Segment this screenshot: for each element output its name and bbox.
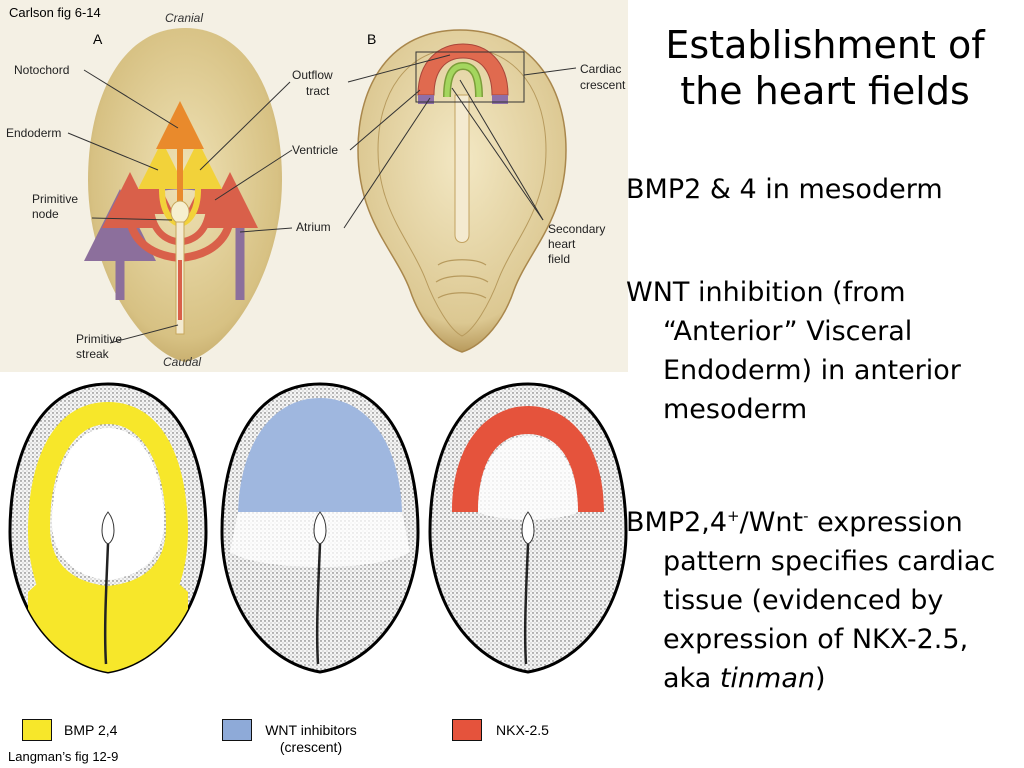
atrium-label: Atrium [296, 220, 331, 234]
bullet-bmp: BMP2 & 4 in mesoderm [626, 170, 1018, 209]
panel-b-embryo [357, 29, 567, 353]
legend-label-wnt: WNT inhibitors (crescent) [252, 722, 370, 756]
panel-a-leaders [67, 54, 577, 344]
panel-a-embryo [83, 28, 282, 362]
panel-a-letter: A [93, 31, 103, 47]
bullet-wnt-text: WNT inhibition (from “Anterior” Visceral… [626, 277, 961, 425]
carlson-figure: Cranial Caudal A B Notochord Endoderm Pr… [6, 11, 626, 369]
bullet-expression-mid: /Wnt [739, 507, 804, 538]
secondary-heart-field-label-2: heart [548, 237, 576, 251]
caudal-label: Caudal [163, 355, 201, 369]
cardiac-crescent-label-1: Cardiac [580, 62, 621, 76]
cardiac-crescent-label-2: crescent [580, 78, 626, 92]
panel-b-letter: B [367, 31, 376, 47]
figure-top-panel: Cranial Caudal A B Notochord Endoderm Pr… [0, 0, 628, 372]
primitive-node-label-1: Primitive [32, 192, 78, 206]
bullet-expression-sup2: - [803, 507, 809, 525]
primitive-node-label-2: node [32, 207, 59, 221]
carlson-caption: Carlson fig 6-14 [9, 5, 101, 20]
bullet-expression-italic: tinman [719, 663, 816, 694]
legend-swatch-wnt [222, 719, 252, 741]
bullet-expression-post: expression pattern specifies cardiac tis… [663, 507, 996, 694]
bullet-expression-sup1: + [727, 507, 740, 525]
figure-bottom-panel: BMP 2,4 WNT inhibitors (crescent) NKX-2.… [0, 372, 628, 768]
outflow-label-2: tract [306, 84, 330, 98]
bullet-expression-text: BMP2,4+/Wnt- expression pattern specifie… [626, 503, 1018, 698]
legend-swatch-bmp [22, 719, 52, 741]
langman-caption: Langman’s fig 12-9 [8, 749, 119, 764]
primitive-streak-label-2: streak [76, 347, 110, 361]
bullet-expression-pre: BMP2,4 [626, 507, 728, 538]
embryo-bmp [8, 382, 208, 674]
bullet-expression: BMP2,4+/Wnt- expression pattern specifie… [626, 503, 1018, 698]
bullet-expression-end: ) [815, 663, 826, 694]
cranial-label: Cranial [165, 11, 203, 25]
primitive-streak-label-1: Primitive [76, 332, 122, 346]
notochord-label: Notochord [14, 63, 69, 77]
endoderm-label: Endoderm [6, 126, 61, 140]
embryo-nkx [428, 382, 628, 674]
legend-label-wnt-line1: WNT inhibitors [265, 722, 357, 738]
embryo-wnt [220, 382, 420, 674]
bullet-bmp-text: BMP2 & 4 in mesoderm [626, 174, 943, 205]
legend-label-wnt-line2: (crescent) [279, 739, 343, 755]
legend-label-bmp: BMP 2,4 [64, 722, 118, 738]
ventricle-label: Ventricle [292, 143, 338, 157]
secondary-heart-field-label-3: field [548, 252, 570, 266]
secondary-heart-field-label-1: Secondary [548, 222, 605, 236]
langman-figure [8, 382, 628, 674]
bullet-wnt: WNT inhibition (from “Anterior” Visceral… [626, 273, 1018, 429]
legend-swatch-nkx [452, 719, 482, 741]
legend-label-nkx: NKX-2.5 [496, 722, 549, 738]
outflow-label-1: Outflow [292, 68, 333, 82]
slide-title: Establishment of the heart fields [665, 23, 985, 113]
